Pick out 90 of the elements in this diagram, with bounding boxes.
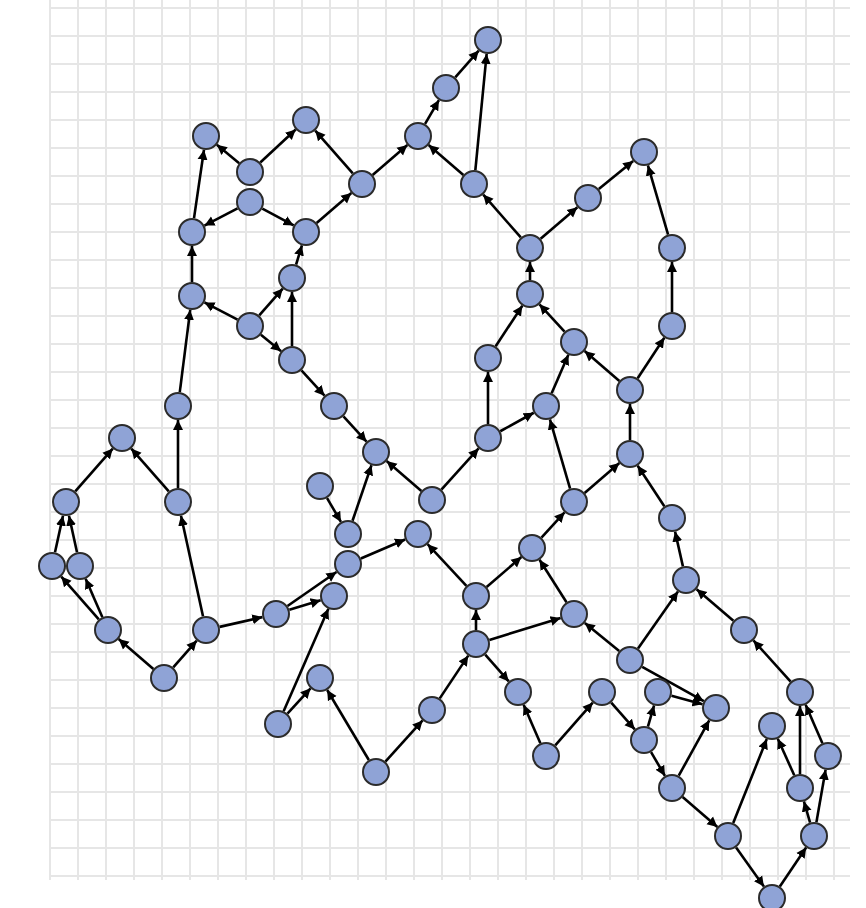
arrow [539,206,579,240]
arrow [261,207,295,227]
arrow [286,687,312,715]
arrow [172,639,198,669]
arrow [294,245,304,265]
arrow [203,207,239,227]
arrow [583,462,621,494]
arrow [681,796,719,828]
arrow [677,719,711,777]
arrow [776,738,796,776]
arrow [695,588,735,622]
arrow [187,246,197,282]
arrow [649,751,667,777]
arrow [735,846,765,888]
arrow [342,415,368,443]
arrow [485,556,523,588]
arrow [671,694,703,707]
arrow [427,144,465,176]
arrow [282,608,330,712]
arrow [645,165,670,235]
arrow [178,309,194,393]
arrow [667,262,677,312]
arrow [525,262,535,280]
arrow [474,53,491,171]
arrow [554,701,594,747]
arrow [547,419,572,489]
arrow [259,128,297,164]
arrow [540,511,566,539]
arrow [289,598,321,612]
arrow [641,665,705,703]
arrow [423,99,441,125]
arrow [84,578,104,618]
arrow [192,149,208,219]
arrow [315,192,353,224]
arrow [53,515,66,553]
arrow [117,638,155,670]
arrow [300,369,326,397]
arrow [286,570,338,608]
arrow [732,738,768,824]
arrow [484,653,510,683]
arrow [326,689,370,761]
arrow [440,447,480,491]
arrow [672,531,685,567]
arrow [499,411,535,433]
arrow [203,301,239,321]
arrow [752,639,792,683]
arrow [471,610,481,630]
arrow [538,559,568,603]
arrow [795,706,805,774]
arrow [454,49,480,79]
arrow [482,193,522,239]
arrow [550,354,570,394]
arrow [438,654,470,700]
arrow [625,404,635,440]
arrow [173,420,183,488]
arrow [216,143,240,165]
arrow [130,447,170,493]
arrow [260,333,282,353]
arrow [371,144,409,176]
arrow [494,305,524,347]
arrow [426,543,468,587]
arrow [384,719,424,763]
arrow [636,465,666,507]
arrow [778,846,808,888]
arrow [258,287,284,317]
arrow [351,464,373,522]
arrow [60,575,100,621]
arrow [483,372,493,424]
arrow [598,159,634,191]
arrow [489,616,561,642]
arrow [385,460,423,492]
arrow [636,337,666,379]
arrow [646,705,657,727]
arrow [801,801,812,823]
arrow [522,704,542,744]
arrow [219,614,263,629]
arrow [538,303,566,333]
arrow [360,538,406,560]
arrow [584,621,620,653]
arrow [66,515,79,553]
arrow [610,701,636,731]
arrow [178,515,205,617]
arrow [74,447,114,493]
arrow [287,292,297,346]
arrow [636,590,680,650]
arrow [815,769,829,823]
arrow [314,129,354,175]
arrow [583,350,621,382]
arrow [804,704,824,744]
arrow [325,497,343,523]
